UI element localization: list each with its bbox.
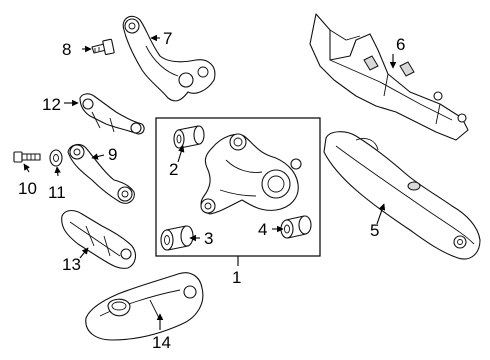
callout-2: 2 [169, 160, 178, 179]
callout-8: 8 [62, 40, 71, 59]
bolt-part-10[interactable] [13, 151, 41, 163]
callout-4: 4 [258, 220, 267, 239]
callout-11: 11 [48, 183, 66, 202]
callout-12: 12 [42, 95, 61, 114]
callout-10: 10 [18, 179, 37, 198]
callout-14: 14 [152, 333, 171, 352]
upper-control-arm-part[interactable] [122, 15, 216, 102]
callout-6: 6 [396, 35, 405, 54]
callout-3: 3 [204, 229, 213, 248]
knuckle-part[interactable] [200, 133, 302, 215]
bushing-part-2[interactable] [173, 125, 205, 149]
lower-arm-part[interactable] [85, 272, 204, 341]
callout-5: 5 [370, 221, 379, 240]
subframe-member-part[interactable] [323, 131, 481, 260]
callout-7: 7 [163, 29, 172, 48]
trailing-link-part[interactable] [79, 93, 145, 135]
washer-part[interactable] [49, 149, 63, 167]
callout-1: 1 [232, 268, 241, 287]
bushing-part-3[interactable] [160, 225, 194, 251]
callout-9: 9 [108, 145, 117, 164]
bushing-part-4[interactable] [280, 215, 312, 239]
crossmember-part[interactable] [309, 13, 469, 141]
lower-link-part[interactable] [67, 143, 135, 204]
spring-link-part[interactable] [61, 209, 137, 269]
callout-13: 13 [62, 255, 81, 274]
leader-lines [23, 34, 397, 330]
bolt-part[interactable] [91, 38, 115, 56]
